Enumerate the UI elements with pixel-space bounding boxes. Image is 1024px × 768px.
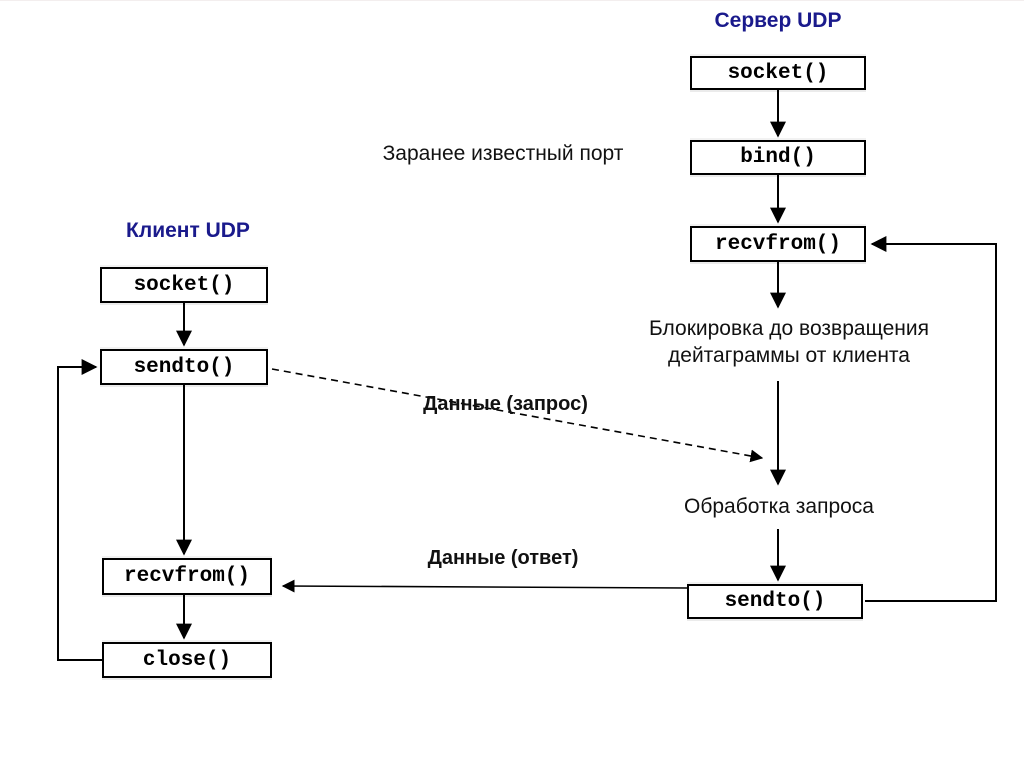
server-bind-box: bind()	[690, 140, 866, 175]
data-request-label: Данные (запрос)	[423, 393, 588, 415]
well-known-port-note: Заранее известный порт	[382, 142, 624, 165]
server-column-title: Сервер UDP	[714, 9, 842, 32]
arrow-server-loop-sendto-to-recvfrom-icon	[865, 236, 997, 602]
blocking-note-line1: Блокировка до возвращения	[648, 317, 929, 340]
client-sendto-box: sendto()	[100, 349, 268, 385]
arrow-client-loop-close-to-sendto-icon	[57, 359, 102, 661]
client-close-box: close()	[102, 642, 272, 678]
data-reply-label: Данные (ответ)	[427, 547, 579, 569]
client-column-title: Клиент UDP	[126, 219, 250, 242]
client-recvfrom-box: recvfrom()	[102, 558, 272, 595]
blocking-note: Блокировка до возвращения дейтаграммы от…	[600, 315, 978, 369]
blocking-note-line2: дейтаграммы от клиента	[668, 344, 910, 367]
server-socket-box: socket()	[690, 56, 866, 90]
client-socket-box: socket()	[100, 267, 268, 303]
server-recvfrom-box: recvfrom()	[690, 226, 866, 262]
server-sendto-box: sendto()	[687, 584, 863, 619]
arrow-data-reply-icon	[281, 579, 688, 593]
processing-note: Обработка запроса	[684, 495, 874, 518]
